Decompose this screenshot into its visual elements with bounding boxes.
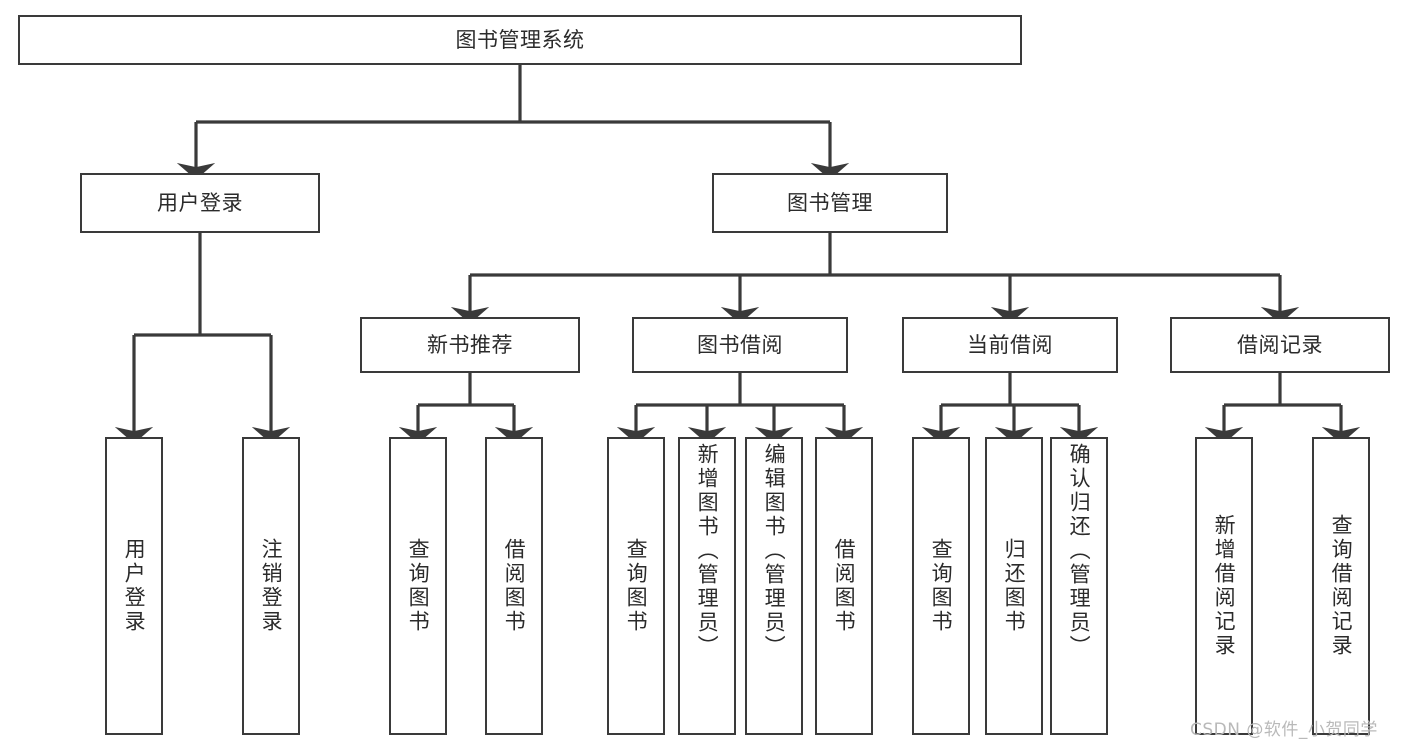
node-leaf-query-book-3-label: 查询图书 (929, 538, 954, 634)
node-leaf-query-book-2-label: 查询图书 (624, 538, 649, 634)
node-book-manage-label: 图书管理 (787, 190, 873, 215)
node-book-borrow[interactable]: 图书借阅 (632, 317, 848, 373)
node-leaf-return-book-label: 归还图书 (1002, 538, 1027, 634)
node-leaf-add-borrow-record[interactable]: 新增借阅记录 (1195, 437, 1253, 735)
node-leaf-edit-book-label: 编辑图书（管理员） (762, 443, 787, 659)
node-leaf-add-borrow-record-label: 新增借阅记录 (1212, 514, 1237, 658)
node-leaf-borrow-book-1-label: 借阅图书 (502, 538, 527, 634)
node-leaf-confirm-return[interactable]: 确认归还（管理员） (1050, 437, 1108, 735)
csdn-watermark: CSDN @软件_小贺同学 (1190, 720, 1378, 740)
node-new-book-recommend[interactable]: 新书推荐 (360, 317, 580, 373)
node-leaf-return-book[interactable]: 归还图书 (985, 437, 1043, 735)
node-book-manage[interactable]: 图书管理 (712, 173, 948, 233)
node-borrow-record-label: 借阅记录 (1237, 332, 1323, 357)
node-leaf-query-book-3[interactable]: 查询图书 (912, 437, 970, 735)
node-leaf-logout-login-label: 注销登录 (259, 538, 284, 634)
node-book-borrow-label: 图书借阅 (697, 332, 783, 357)
node-leaf-logout-login[interactable]: 注销登录 (242, 437, 300, 735)
node-leaf-add-book-label: 新增图书（管理员） (695, 443, 720, 659)
node-leaf-add-book[interactable]: 新增图书（管理员） (678, 437, 736, 735)
node-root-label: 图书管理系统 (455, 27, 585, 52)
node-leaf-user-login-label: 用户登录 (122, 538, 147, 634)
node-leaf-query-book-1-label: 查询图书 (406, 538, 431, 634)
node-leaf-borrow-book-2-label: 借阅图书 (832, 538, 857, 634)
node-current-borrow[interactable]: 当前借阅 (902, 317, 1118, 373)
node-new-book-recommend-label: 新书推荐 (427, 332, 513, 357)
node-user-login-label: 用户登录 (157, 190, 243, 215)
node-leaf-query-borrow-record-label: 查询借阅记录 (1329, 514, 1354, 658)
node-root[interactable]: 图书管理系统 (18, 15, 1022, 65)
node-leaf-borrow-book-1[interactable]: 借阅图书 (485, 437, 543, 735)
node-borrow-record[interactable]: 借阅记录 (1170, 317, 1390, 373)
node-leaf-edit-book[interactable]: 编辑图书（管理员） (745, 437, 803, 735)
node-leaf-borrow-book-2[interactable]: 借阅图书 (815, 437, 873, 735)
node-user-login[interactable]: 用户登录 (80, 173, 320, 233)
node-leaf-user-login[interactable]: 用户登录 (105, 437, 163, 735)
node-leaf-query-borrow-record[interactable]: 查询借阅记录 (1312, 437, 1370, 735)
node-leaf-query-book-2[interactable]: 查询图书 (607, 437, 665, 735)
node-leaf-query-book-1[interactable]: 查询图书 (389, 437, 447, 735)
node-current-borrow-label: 当前借阅 (967, 332, 1053, 357)
node-leaf-confirm-return-label: 确认归还（管理员） (1067, 443, 1092, 659)
